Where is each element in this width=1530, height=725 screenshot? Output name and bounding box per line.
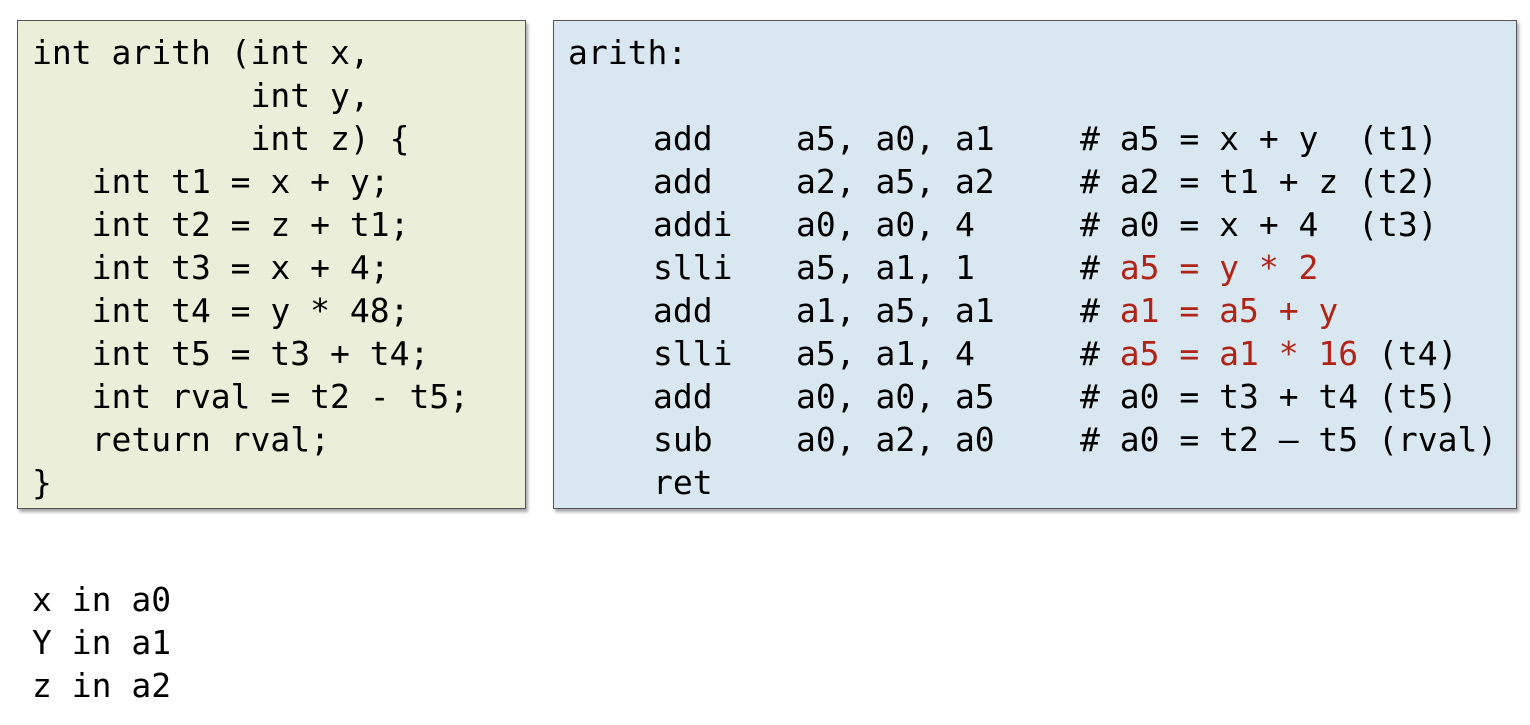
c-code-line: int z) { [32, 119, 410, 158]
c-code-line: int t5 = t3 + t4; [32, 334, 430, 373]
asm-comment-hash: # [1080, 162, 1120, 201]
asm-comment-highlight: a5 = a1 * 16 [1119, 334, 1359, 373]
asm-opcode: addi [653, 205, 733, 244]
c-code-line: } [32, 463, 52, 502]
asm-opcode: slli [653, 334, 733, 373]
asm-operands: a2, a5, a2 [796, 162, 995, 201]
asm-instruction: add a5, a0, a1 # a5 = x + y (t1) [568, 74, 1438, 203]
asm-label: arith: [568, 33, 688, 72]
asm-opcode: ret [653, 463, 713, 502]
asm-instruction: add a1, a5, a1 # a1 = a5 + y [568, 246, 1338, 375]
asm-instruction: add a0, a0, a5 # a0 = t3 + t4 (t5) [568, 332, 1458, 461]
asm-operands: a0, a0, 4 [796, 205, 975, 244]
register-mapping-line: x in a0 [32, 580, 172, 619]
asm-comment-hash: # [1080, 334, 1120, 373]
c-code-panel: int arith (int x, int y, int z) { int t1… [17, 20, 526, 509]
asm-instruction: add a2, a5, a2 # a2 = t1 + z (t2) [568, 117, 1438, 246]
asm-operands: a0, a2, a0 [796, 420, 995, 459]
asm-instruction: addi a0, a0, 4 # a0 = x + 4 (t3) [568, 160, 1438, 289]
asm-opcode: sub [653, 420, 713, 459]
asm-instruction: sub a0, a2, a0 # a0 = t2 – t5 (rval) [568, 375, 1497, 504]
c-code-line: int arith (int x, [32, 33, 370, 72]
asm-operands: a1, a5, a1 [796, 291, 995, 330]
asm-comment: # a2 = t1 + z (t2) [1080, 160, 1438, 203]
asm-comment-highlight: a5 = y * 2 [1119, 248, 1319, 287]
asm-opcode: add [653, 291, 713, 330]
asm-comment-text: a0 = t2 – t5 (rval) [1119, 420, 1498, 459]
c-code-line: int t1 = x + y; [32, 162, 390, 201]
asm-comment-hash: # [1080, 420, 1120, 459]
c-code-line: return rval; [32, 420, 331, 459]
asm-comment: # a5 = y * 2 [1080, 246, 1318, 289]
asm-comment-hash: # [1080, 205, 1120, 244]
asm-comment-hash: # [1080, 291, 1120, 330]
asm-instruction: ret [568, 418, 713, 547]
asm-comment-text: a2 = t1 + z (t2) [1119, 162, 1438, 201]
asm-opcode: add [653, 119, 713, 158]
asm-comment: # a5 = x + y (t1) [1080, 117, 1438, 160]
asm-comment-text: (t4) [1358, 334, 1458, 373]
c-code-line: int t2 = z + t1; [32, 205, 410, 244]
asm-operands: a5, a0, a1 [796, 119, 995, 158]
c-code-line: int t3 = x + 4; [32, 248, 390, 287]
asm-comment: # a0 = t2 – t5 (rval) [1080, 418, 1497, 461]
register-mapping-line: z in a2 [32, 666, 172, 705]
asm-comment: # a1 = a5 + y [1080, 289, 1338, 332]
asm-instruction: slli a5, a1, 1 # a5 = y * 2 [568, 203, 1318, 332]
asm-opcode: slli [653, 248, 733, 287]
register-mapping-line: Y in a1 [32, 623, 172, 662]
asm-comment-text: a0 = x + 4 (t3) [1119, 205, 1438, 244]
asm-operands: a0, a0, a5 [796, 377, 995, 416]
asm-comment: # a0 = x + 4 (t3) [1080, 203, 1438, 246]
asm-comment-text: a5 = x + y (t1) [1119, 119, 1438, 158]
asm-comment-hash: # [1080, 377, 1120, 416]
asm-comment-hash: # [1080, 119, 1120, 158]
assembly-panel: arith: add a5, a0, a1 # a5 = x + y (t1) ad… [553, 20, 1517, 509]
c-code-line: int rval = t2 - t5; [32, 377, 470, 416]
asm-instruction: slli a5, a1, 4 # a5 = a1 * 16 (t4) [568, 289, 1458, 418]
c-code-line: int t4 = y * 48; [32, 291, 410, 330]
asm-comment: # a0 = t3 + t4 (t5) [1080, 375, 1458, 418]
asm-comment-highlight: a1 = a5 + y [1119, 291, 1339, 330]
asm-comment: # a5 = a1 * 16 (t4) [1080, 332, 1458, 375]
asm-comment-hash: # [1080, 248, 1120, 287]
asm-operands: a5, a1, 1 [796, 248, 975, 287]
c-code-line: int y, [32, 76, 370, 115]
asm-opcode: add [653, 162, 713, 201]
asm-opcode: add [653, 377, 713, 416]
asm-operands: a5, a1, 4 [796, 334, 975, 373]
asm-comment-text: a0 = t3 + t4 (t5) [1119, 377, 1458, 416]
